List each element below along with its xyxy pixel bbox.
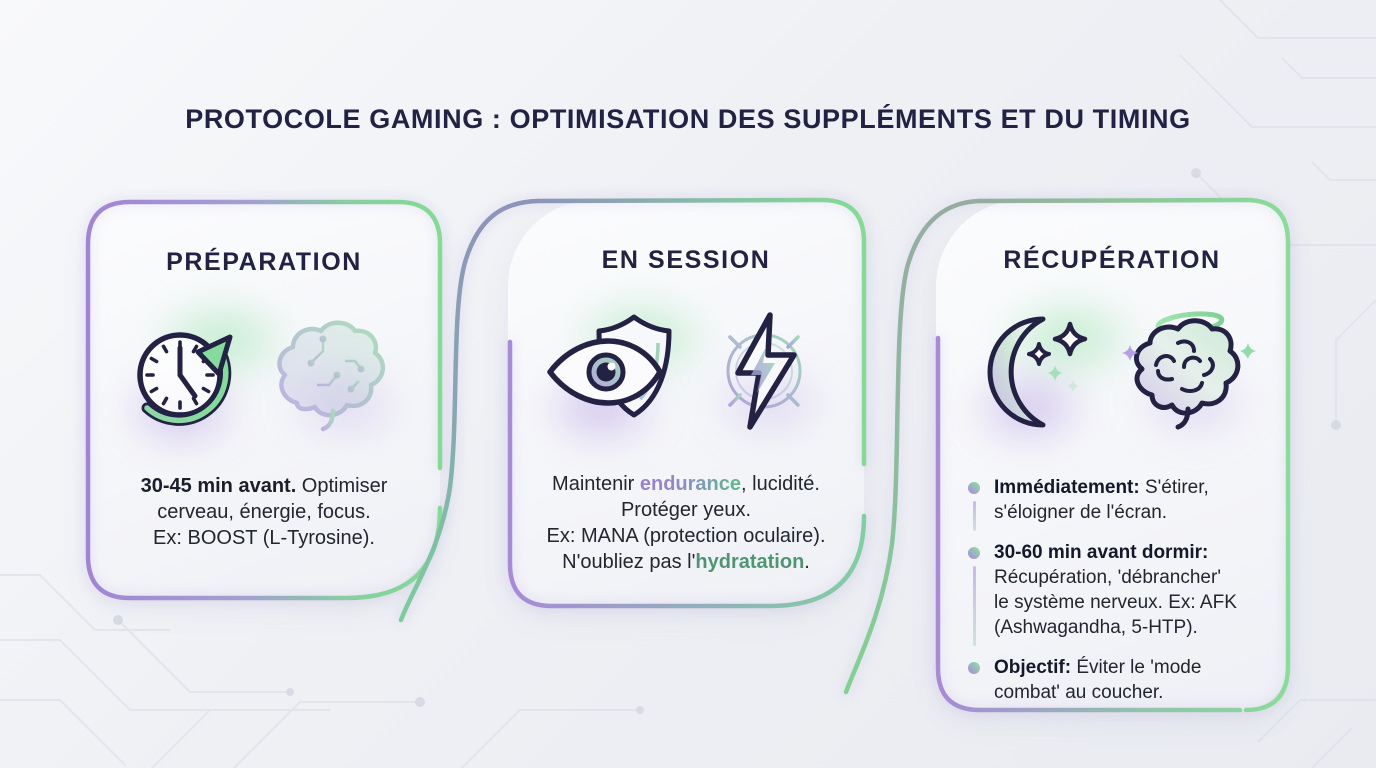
- card-preparation: PRÉPARATION: [88, 202, 440, 598]
- card-recuperation-title: RÉCUPÉRATION: [1003, 246, 1221, 274]
- card-recuperation-bullets: Immédiatement: S'étirer, s'éloigner de l…: [936, 475, 1274, 705]
- page-title: PROTOCOLE GAMING : OPTIMISATION DES SUPP…: [185, 104, 1191, 135]
- bullet-immediatement: Immédiatement: S'étirer, s'éloigner de l…: [968, 475, 1274, 531]
- bullet-objectif: Objectif: Éviter le 'mode combat' au cou…: [968, 655, 1274, 705]
- eye-shield-icon: [546, 314, 671, 417]
- card-preparation-text: 30-45 min avant. Optimiser cerveau, éner…: [140, 475, 388, 549]
- hydratation-highlight: hydratation: [695, 551, 805, 573]
- clock-arrow-icon: [137, 331, 233, 426]
- brain-halo-icon: [1121, 310, 1256, 429]
- card-en-session-text: Maintenir endurance, lucidité. Protéger …: [546, 473, 826, 573]
- endurance-highlight: endurance: [639, 473, 742, 495]
- card-recuperation: RÉCUPÉRATION: [936, 200, 1288, 710]
- card-recuperation-icons: [936, 291, 1288, 453]
- card-en-session-icons: [508, 291, 864, 453]
- moon-stars-icon: [987, 316, 1087, 427]
- card-preparation-icons: [88, 293, 440, 455]
- card-en-session-title: EN SESSION: [601, 246, 771, 274]
- card-en-session: EN SESSION: [508, 200, 864, 606]
- bullet-avant-dormir: 30-60 min avant dormir: Récupération, 'd…: [968, 540, 1274, 646]
- lightning-icon: [713, 311, 814, 430]
- brain-circuit-icon: [277, 320, 385, 431]
- card-preparation-title: PRÉPARATION: [166, 248, 362, 276]
